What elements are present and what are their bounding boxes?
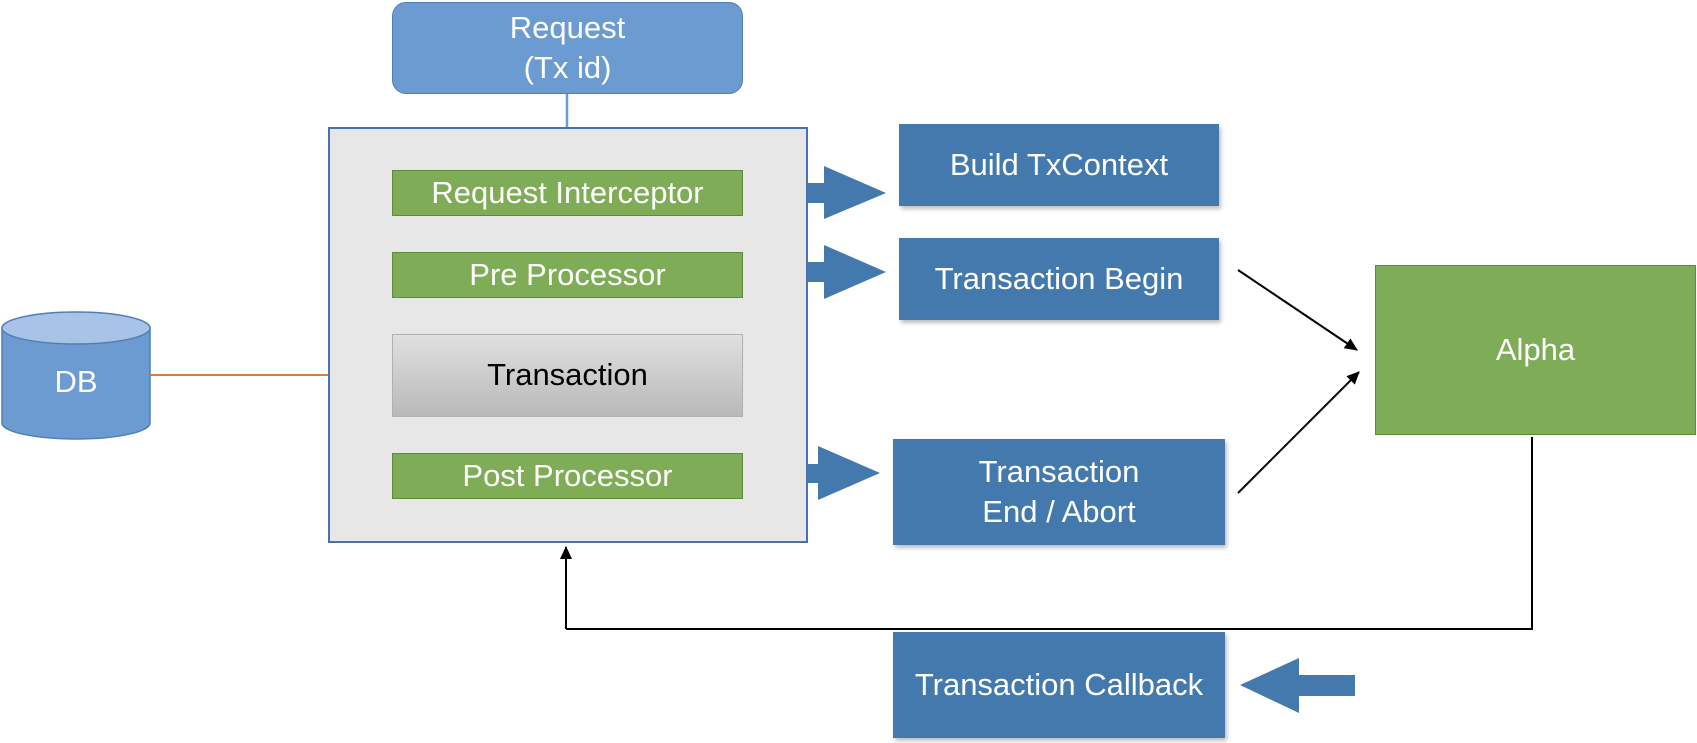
transaction-node: Transaction <box>392 334 743 417</box>
transaction-callback-node: Transaction Callback <box>893 632 1225 738</box>
begin-to-alpha-arrow <box>1237 269 1358 351</box>
transaction-begin-node: Transaction Begin <box>899 238 1219 320</box>
post-processor-node: Post Processor <box>392 453 743 499</box>
db-label: DB <box>54 364 98 399</box>
interceptor-to-build-block-arrow <box>787 166 886 219</box>
pre-to-begin-block-arrow <box>787 245 886 299</box>
request-interceptor-node: Request Interceptor <box>392 170 743 216</box>
build-txcontext-node: Build TxContext <box>899 124 1219 206</box>
db-cylinder <box>1 311 151 440</box>
alpha-callback-route <box>566 437 1533 630</box>
alpha-node: Alpha <box>1375 265 1696 435</box>
request-node: Request (Tx id) <box>392 2 743 94</box>
post-to-end-block-arrow <box>780 446 880 500</box>
callback-block-arrow <box>1240 658 1355 713</box>
transaction-end-abort-node: Transaction End / Abort <box>893 439 1225 545</box>
end-to-alpha-arrow <box>1237 371 1360 494</box>
pre-processor-node: Pre Processor <box>392 252 743 298</box>
